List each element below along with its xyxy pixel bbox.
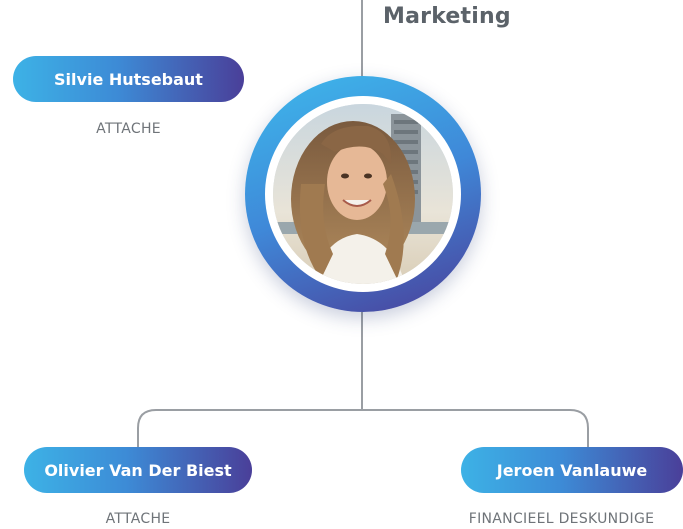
person-role-olivier-van-der-biest: ATTACHE	[105, 511, 171, 527]
avatar-photo	[273, 104, 453, 284]
avatar[interactable]	[245, 76, 481, 312]
person-name-silvie-hutsebaut[interactable]: Silvie Hutsebaut	[13, 56, 244, 102]
department-title: Marketing	[383, 4, 511, 29]
avatar-frame	[265, 96, 461, 292]
person-name-olivier-van-der-biest[interactable]: Olivier Van Der Biest	[24, 447, 252, 493]
connector-branch	[137, 409, 589, 447]
person-role-silvie-hutsebaut: ATTACHE	[96, 121, 161, 137]
person-role-jeroen-vanlauwe: FINANCIEEL DESKUNDIGE	[468, 511, 655, 527]
person-name-jeroen-vanlauwe[interactable]: Jeroen Vanlauwe	[461, 447, 683, 493]
